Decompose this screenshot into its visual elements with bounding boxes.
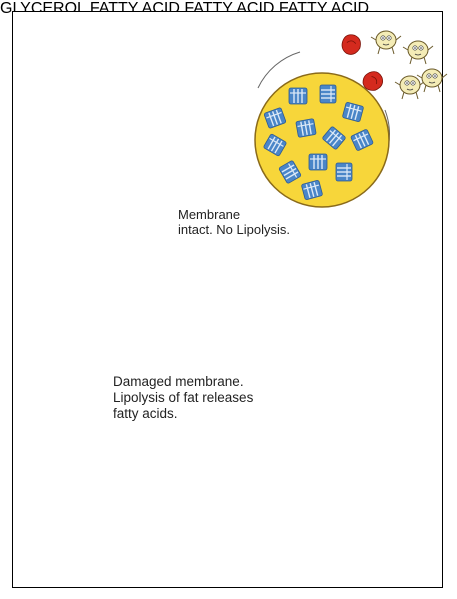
damaged-label-line-1: Damaged membrane. xyxy=(113,374,253,390)
intact-membrane-label: Membrane intact. No Lipolysis. xyxy=(178,207,290,237)
damaged-label-line-2: Lipolysis of fat releases xyxy=(113,390,253,406)
intact-label-line-2: intact. No Lipolysis. xyxy=(178,222,290,237)
damaged-membrane-label: Damaged membrane. Lipolysis of fat relea… xyxy=(113,374,253,422)
damaged-label-line-3: fatty acids. xyxy=(113,406,253,422)
intact-label-line-1: Membrane xyxy=(178,207,290,222)
